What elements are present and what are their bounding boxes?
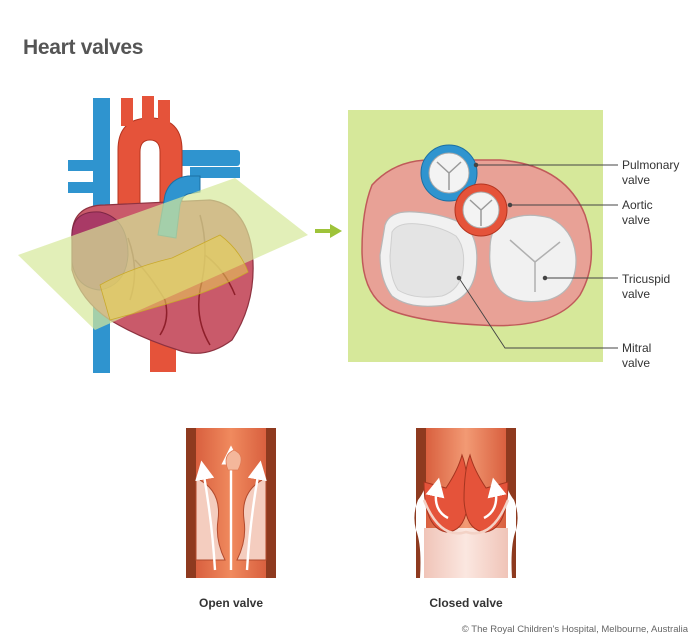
mitral-valve-label: Mitral valve xyxy=(622,341,651,371)
aorta-branch-1 xyxy=(121,98,133,126)
vein-branch-upper xyxy=(68,160,108,171)
open-valve-caption: Open valve xyxy=(199,596,263,610)
pulmonary-valve-label-line1: Pulmonary xyxy=(622,158,679,173)
valve-cross-section xyxy=(348,110,603,362)
tricuspid-valve-label-line2: valve xyxy=(622,287,670,302)
heart-illustration xyxy=(18,96,308,373)
pulmonary-valve-label: Pulmonary valve xyxy=(622,158,679,188)
aorta-branch-3 xyxy=(158,100,170,126)
aortic-valve-label-line2: valve xyxy=(622,213,653,228)
tricuspid-valve-label-line1: Tricuspid xyxy=(622,272,670,287)
pointer-arrow xyxy=(315,224,342,238)
mitral-valve-inner xyxy=(390,224,464,297)
pulmonary-valve-label-line2: valve xyxy=(622,173,679,188)
vein-branch-lower xyxy=(68,182,108,193)
tricuspid-valve-label: Tricuspid valve xyxy=(622,272,670,302)
closed-valve-caption: Closed valve xyxy=(429,596,502,610)
aortic-valve-label: Aortic valve xyxy=(622,198,653,228)
open-valve-illustration xyxy=(186,428,276,578)
mitral-valve-label-line2: valve xyxy=(622,356,651,371)
copyright-credit: © The Royal Children's Hospital, Melbour… xyxy=(462,624,688,635)
pulmonary-artery-right xyxy=(175,150,240,166)
tricuspid-valve xyxy=(490,215,576,301)
aortic-valve-label-line1: Aortic xyxy=(622,198,653,213)
aorta-branch-2 xyxy=(142,96,154,122)
closed-valve-lower-chamber xyxy=(424,528,508,578)
mitral-valve-label-line1: Mitral xyxy=(622,341,651,356)
closed-valve-illustration xyxy=(414,428,517,578)
